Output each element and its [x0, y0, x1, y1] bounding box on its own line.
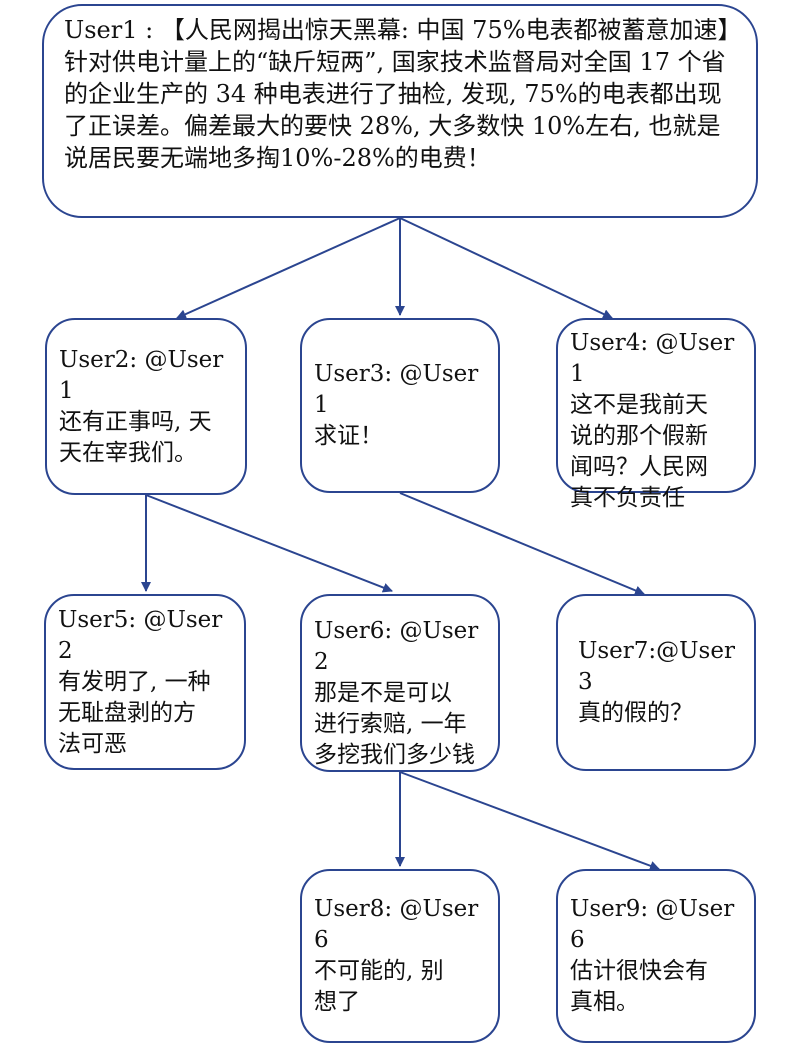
reply-user7: User7:@User3 真的假的？	[556, 594, 756, 771]
reply-user3-text: User3: @User1 求证！	[314, 361, 479, 449]
edge-user2-user6	[145, 494, 393, 593]
edge-user3-user7	[399, 492, 645, 596]
post-user1: User1 : 【人民网揭出惊天黑幕: 中国 75%电表都被蓄意加速】针对供电计…	[42, 4, 758, 218]
reply-user7-text: User7:@User3 真的假的？	[578, 638, 735, 726]
reply-user9-text: User9: @User6 估计很快会有 真相。	[570, 896, 735, 1015]
post-user1-text: User1 : 【人民网揭出惊天黑幕: 中国 75%电表都被蓄意加速】针对供电计…	[64, 16, 730, 172]
reply-user8: User8: @User6 不可能的, 别 想了	[300, 869, 500, 1043]
reply-user3: User3: @User1 求证！	[300, 318, 500, 493]
reply-user5: User5: @User2 有发明了, 一种 无耻盘剥的方 法可恶	[44, 594, 246, 770]
reply-user5-text: User5: @User2 有发明了, 一种 无耻盘剥的方 法可恶	[58, 606, 223, 757]
reply-user4-text: User4: @User1 这不是我前天 说的那个假新 闻吗？人民网 真不负责任	[570, 330, 735, 511]
edge-user1-user2	[176, 217, 401, 319]
edge-user1-user4	[399, 217, 613, 319]
reply-user6-text: User6: @User2 那是不是可以 进行索赔, 一年 多挖我们多少钱	[314, 618, 479, 768]
reply-user4: User4: @User1 这不是我前天 说的那个假新 闻吗？人民网 真不负责任	[556, 318, 756, 511]
reply-user2: User2: @User1 还有正事吗, 天 天在宰我们。	[45, 318, 247, 495]
reply-user9: User9: @User6 估计很快会有 真相。	[556, 869, 756, 1043]
edge-user6-user9	[399, 771, 660, 871]
reply-user6: User6: @User2 那是不是可以 进行索赔, 一年 多挖我们多少钱	[300, 594, 500, 772]
reply-user8-text: User8: @User6 不可能的, 别 想了	[314, 896, 479, 1015]
reply-user2-text: User2: @User1 还有正事吗, 天 天在宰我们。	[59, 346, 224, 466]
